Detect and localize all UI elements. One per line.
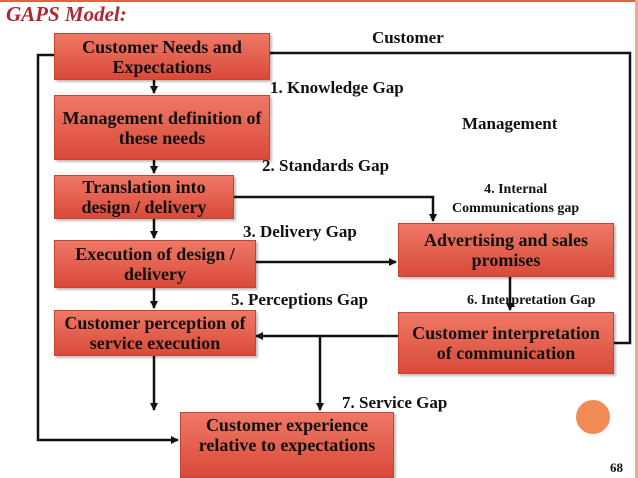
box-advertising: Advertising and sales promises (398, 223, 614, 277)
gap-label-internal-line2: Communications gap (452, 201, 580, 216)
box-management-definition: Management definition of these needs (54, 95, 270, 160)
top-accent-line (0, 0, 638, 2)
gap-label-internal-communications: 4. Internal Communications gap (452, 180, 579, 218)
zone-label-customer: Customer (372, 28, 444, 47)
right-accent-line (635, 0, 638, 478)
box-execution: Execution of design / delivery (54, 240, 256, 288)
page-number: 68 (610, 460, 623, 475)
arrow-interpretation-to-needs-loop (256, 49, 632, 345)
gap-label-knowledge: 1. Knowledge Gap (270, 78, 404, 97)
box-translation: Translation into design / delivery (54, 175, 234, 219)
box-customer-needs: Customer Needs and Expectations (54, 33, 270, 80)
gap-label-delivery: 3. Delivery Gap (243, 222, 357, 241)
gap-label-service: 7. Service Gap (342, 393, 448, 412)
arrow-translation-to-advertising (234, 195, 437, 222)
gap-label-perceptions: 5. Perceptions Gap (231, 290, 369, 309)
box-customer-experience: Customer experience relative to expectat… (180, 412, 394, 478)
gap-label-internal-line1: 4. Internal (484, 182, 548, 197)
decorative-orange-circle (576, 400, 610, 434)
box-customer-perception: Customer perception of service execution (54, 310, 256, 356)
zone-label-management: Management (462, 114, 558, 133)
box-customer-interpretation: Customer interpretation of communication (398, 312, 614, 374)
arrow-needs-to-experience-loop (36, 53, 179, 444)
slide-title: GAPS Model: (6, 2, 127, 26)
gap-label-interpretation: 6. Interpretation Gap (467, 293, 596, 308)
gap-label-standards: 2. Standards Gap (262, 156, 390, 175)
